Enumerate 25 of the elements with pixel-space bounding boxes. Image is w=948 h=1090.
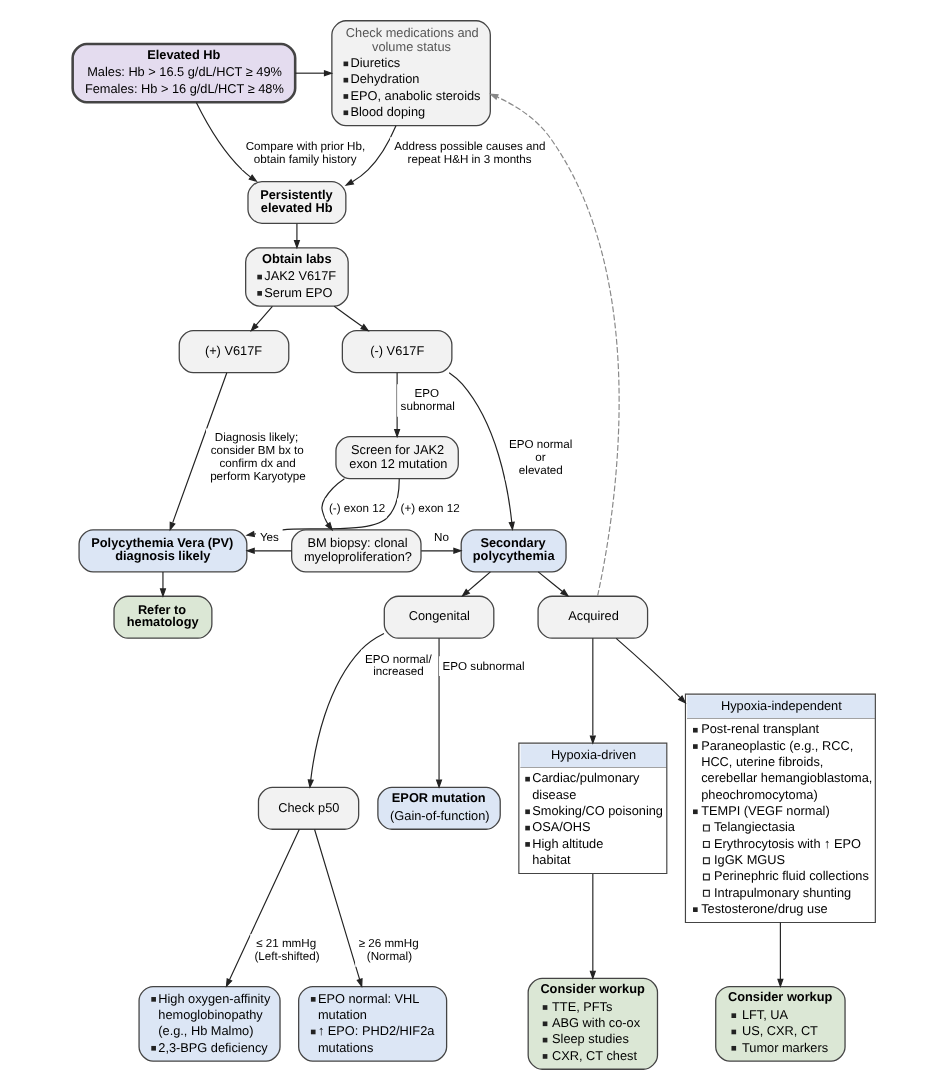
arrow	[537, 571, 570, 598]
arrow	[293, 223, 301, 250]
arrow	[245, 547, 293, 555]
arrow	[420, 547, 463, 555]
arrow	[435, 637, 443, 789]
arrow	[294, 69, 334, 77]
arrow	[333, 305, 370, 332]
arrow	[344, 125, 397, 187]
arrow	[615, 637, 687, 704]
arrow	[461, 571, 491, 598]
arrow	[314, 828, 363, 988]
arrow	[393, 372, 401, 439]
arrow	[225, 828, 300, 988]
arrow	[245, 478, 400, 538]
arrow	[195, 101, 258, 183]
arrow	[589, 637, 597, 745]
arrow	[321, 478, 345, 532]
arrow	[589, 873, 597, 980]
arrow	[777, 922, 784, 989]
arrow	[169, 372, 228, 532]
arrow	[448, 372, 515, 532]
arrow	[250, 305, 273, 332]
arrow	[489, 93, 620, 597]
arrow	[307, 632, 385, 789]
arrow	[159, 571, 167, 598]
